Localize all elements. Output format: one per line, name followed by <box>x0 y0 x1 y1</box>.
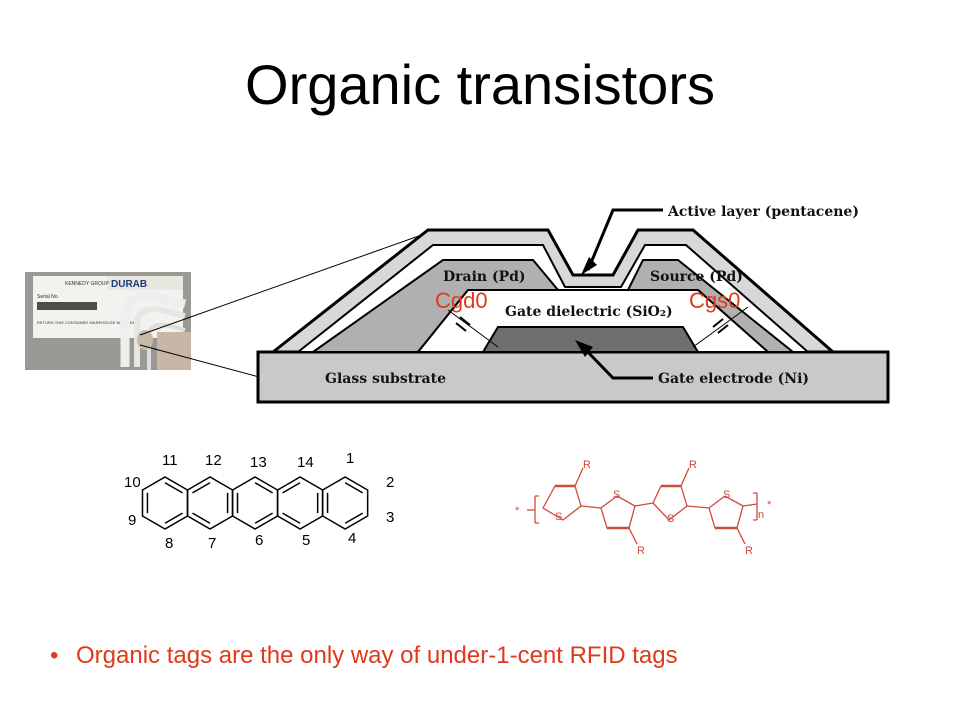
label-cgs0: Cgs0 <box>689 288 740 313</box>
transistor-cross-section: Active layer (pentacene) Drain (Pd) Sour… <box>256 204 890 404</box>
card-note: RETURN THIS CONTAINER WAREHOUSE WHEN EMP… <box>37 320 141 325</box>
pent-num-6: 6 <box>255 532 263 549</box>
gate-electrode <box>481 326 700 353</box>
pentacene-double-bond <box>254 482 274 494</box>
poly-r-3: R <box>637 545 645 557</box>
card-serial-label: Serial No. <box>37 294 59 300</box>
pent-num-14: 14 <box>297 454 314 471</box>
pent-num-9: 9 <box>128 512 136 529</box>
bullet-item: • Organic tags are the only way of under-… <box>50 642 678 670</box>
pent-num-11: 11 <box>162 452 178 469</box>
poly-s-1: S <box>555 511 562 523</box>
poly-star-right: * <box>767 499 772 511</box>
poly-r-2: R <box>689 459 697 471</box>
poly-s-4: S <box>723 489 730 501</box>
pent-num-12: 12 <box>205 452 222 469</box>
pent-num-4: 4 <box>348 530 356 547</box>
pentacene-double-bond <box>192 482 211 494</box>
pentacene-double-bond <box>344 482 364 494</box>
poly-n: n <box>758 509 764 521</box>
bullet-text: Organic tags are the only way of under-1… <box>76 642 678 669</box>
pentacene-ring <box>321 476 369 530</box>
label-source: Source (Pd) <box>650 269 743 285</box>
pentacene-double-bond <box>192 512 211 524</box>
pent-num-7: 7 <box>208 535 216 552</box>
pent-num-8: 8 <box>165 535 173 552</box>
pentacene-double-bond <box>282 482 301 494</box>
pentacene-ring <box>141 476 189 530</box>
label-active-layer: Active layer (pentacene) <box>667 204 859 220</box>
pentacene-ring <box>186 476 234 530</box>
label-drain: Drain (Pd) <box>443 269 526 285</box>
label-gate-dielectric: Gate dielectric (SiO₂) <box>505 304 673 320</box>
pentacene-double-bond <box>164 512 183 524</box>
pentacene-double-bond <box>344 512 364 524</box>
label-cgd0: Cgd0 <box>435 288 488 313</box>
pent-num-3: 3 <box>386 509 394 526</box>
card-company: KENNEDY GROUP <box>65 281 109 287</box>
card-brand: DURAB <box>111 279 147 290</box>
pent-num-2: 2 <box>386 474 394 491</box>
pent-num-5: 5 <box>302 532 310 549</box>
label-gate-electrode: Gate electrode (Ni) <box>658 371 809 387</box>
pent-num-10: 10 <box>124 474 141 491</box>
poly-s-2: S <box>613 489 620 501</box>
pentacene-double-bond <box>282 512 301 524</box>
poly-r-4: R <box>745 545 753 557</box>
poly-s-3: S <box>667 513 674 525</box>
pentacene-double-bond <box>164 482 183 494</box>
bullet-dot: • <box>50 642 59 669</box>
pentacene-structure: 11 12 13 14 1 10 2 9 3 8 7 6 5 4 <box>124 450 394 552</box>
pentacene-ring <box>231 476 279 530</box>
glass-substrate <box>256 350 890 404</box>
rfid-tag-photo: DURAB KENNEDY GROUP Serial No. RETURN TH… <box>25 272 191 370</box>
poly-r-1: R <box>583 459 591 471</box>
pent-num-1: 1 <box>346 450 354 467</box>
pentacene-ring <box>276 476 324 530</box>
polythiophene-structure: R R R R S S S S * * n <box>515 459 772 557</box>
pentacene-double-bond <box>254 512 274 524</box>
slide-title: Organic transistors <box>245 53 715 116</box>
pent-num-13: 13 <box>250 454 267 471</box>
label-glass-substrate: Glass substrate <box>325 371 446 387</box>
poly-star-left: * <box>515 505 520 517</box>
